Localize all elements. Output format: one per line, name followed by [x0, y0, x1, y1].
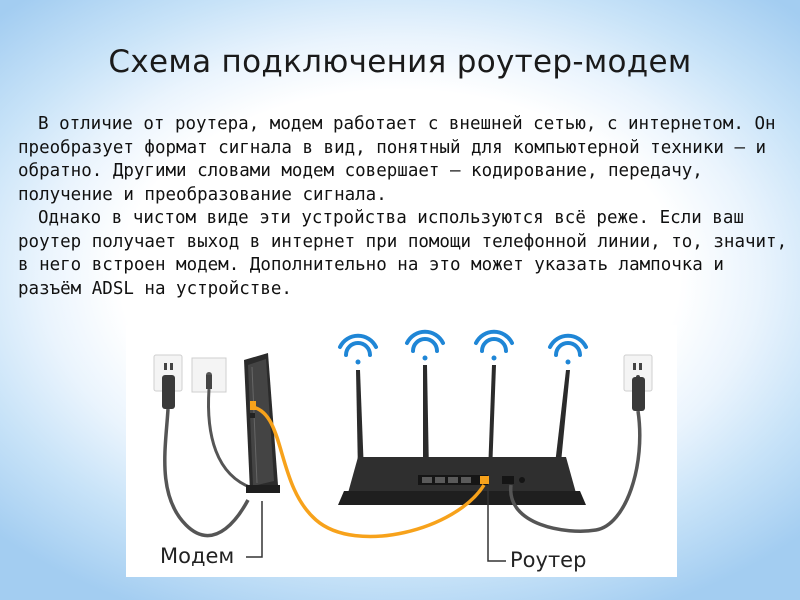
diagram-illustration	[126, 325, 677, 577]
phone-line-cable	[208, 389, 252, 488]
modem-power-cord	[165, 409, 248, 536]
wall-outlet-icon	[624, 355, 652, 411]
phone-jack-icon	[192, 358, 226, 392]
connection-diagram: Модем Роутер	[126, 325, 677, 577]
paragraph-2: Однако в чистом виде эти устройства испо…	[18, 207, 788, 301]
router-label: Роутер	[510, 548, 586, 572]
router-device	[338, 457, 586, 505]
body-text: В отличие от роутера, модем работает с в…	[18, 113, 788, 301]
modem-leader-line	[246, 501, 262, 557]
modem-label: Модем	[160, 544, 234, 568]
paragraph-1: В отличие от роутера, модем работает с в…	[18, 113, 788, 207]
slide-title: Схема подключения роутер-модем	[0, 44, 800, 80]
router-antennas	[356, 365, 570, 473]
wall-outlet-icon	[154, 355, 182, 409]
wifi-signal-icon	[340, 332, 586, 365]
modem-device	[244, 353, 280, 493]
